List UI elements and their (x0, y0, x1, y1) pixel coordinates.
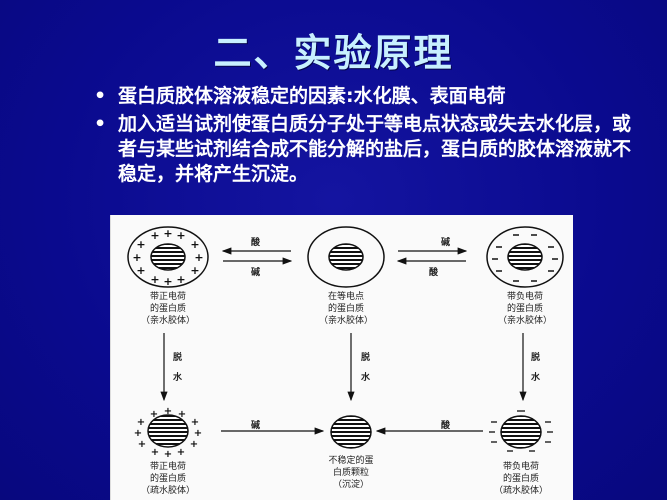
bullet-marker: • (94, 85, 107, 107)
node-label-bottom-right: 带负电荷 的蛋白质 （疏水胶体） (493, 462, 548, 496)
bullet-text: 加入适当试剂使蛋白质分子处于等电点状态或失去水化层，或者与某些试剂结合成不能分解… (118, 113, 632, 185)
bullet-item: • 加入适当试剂使蛋白质分子处于等电点状态或失去水化层，或者与某些试剂结合成不能… (92, 112, 632, 187)
arrow-label-acid: 酸 (441, 421, 451, 431)
svg-text:+: + (190, 238, 199, 251)
svg-text:+: + (177, 447, 185, 458)
svg-text:+: + (132, 251, 141, 264)
svg-text:+: + (164, 449, 172, 460)
arrow-label-base: 碱 (441, 238, 451, 248)
arrow-label-acid: 酸 (251, 238, 261, 248)
svg-text:+: + (136, 264, 145, 277)
svg-text:+: + (150, 229, 159, 242)
svg-text:+: + (164, 406, 172, 417)
arrow-label-base: 碱 (251, 268, 261, 278)
positive-dehydrated-protein-icon: +++ ++ ++ ++ +++ (134, 406, 202, 460)
slide-title: 二、实验原理 (213, 31, 454, 75)
precipitate-protein-icon (330, 415, 372, 449)
svg-text:+: + (163, 275, 172, 288)
arrow-label-dehydrate: 水 (531, 373, 541, 383)
svg-text:+: + (151, 447, 159, 458)
node-label-top-right: 带负电荷 的蛋白质 （亲水胶体） (497, 292, 552, 326)
bullet-marker: • (94, 113, 107, 135)
diagram-graphics: +++ ++ ++ ++ +++ (127, 226, 564, 460)
isoelectric-protein-icon (307, 226, 385, 288)
arrow-label-dehydrate: 水 (173, 373, 183, 383)
node-label-top-left: 带正电荷 的蛋白质 （亲水胶体） (140, 292, 195, 326)
svg-text:+: + (194, 251, 203, 264)
bullet-list: • 蛋白质胶体溶液稳定的因素:水化膜、表面电荷 • 加入适当试剂使蛋白质分子处于… (92, 84, 632, 190)
svg-text:+: + (163, 227, 172, 240)
negative-hydrated-protein-icon (486, 226, 564, 288)
node-label-top-center: 在等电点 的蛋白质 （亲水胶体） (318, 292, 373, 326)
node-label-bottom-left: 带正电荷 的蛋白质 （疏水胶体） (140, 462, 195, 496)
svg-text:+: + (176, 273, 185, 286)
protein-colloid-diagram: +++ ++ ++ ++ +++ (110, 215, 573, 500)
negative-dehydrated-protein-icon (489, 410, 553, 452)
svg-text:+: + (138, 439, 146, 450)
arrow-label-acid: 酸 (429, 268, 439, 278)
arrow-label-dehydrate: 脱 (361, 353, 371, 363)
svg-text:+: + (134, 428, 142, 439)
svg-text:+: + (190, 264, 199, 277)
svg-text:+: + (176, 229, 185, 242)
arrow-label-dehydrate: 脱 (173, 353, 183, 363)
arrow-label-dehydrate: 脱 (531, 353, 541, 363)
bullet-text: 蛋白质胶体溶液稳定的因素:水化膜、表面电荷 (118, 85, 506, 107)
svg-text:+: + (150, 273, 159, 286)
svg-text:+: + (194, 428, 202, 439)
node-label-bottom-center: 不稳定的蛋 白质颗粒 （沉淀） (328, 456, 374, 490)
svg-text:+: + (190, 439, 198, 450)
svg-text:+: + (137, 417, 145, 428)
svg-text:+: + (191, 417, 199, 428)
svg-text:+: + (178, 409, 186, 420)
positive-hydrated-protein-icon: +++ ++ ++ ++ +++ (127, 226, 209, 288)
bullet-item: • 蛋白质胶体溶液稳定的因素:水化膜、表面电荷 (92, 84, 632, 109)
arrow-label-dehydrate: 水 (361, 373, 371, 383)
svg-text:+: + (150, 409, 158, 420)
svg-text:+: + (136, 238, 145, 251)
arrow-label-base: 碱 (251, 421, 261, 431)
